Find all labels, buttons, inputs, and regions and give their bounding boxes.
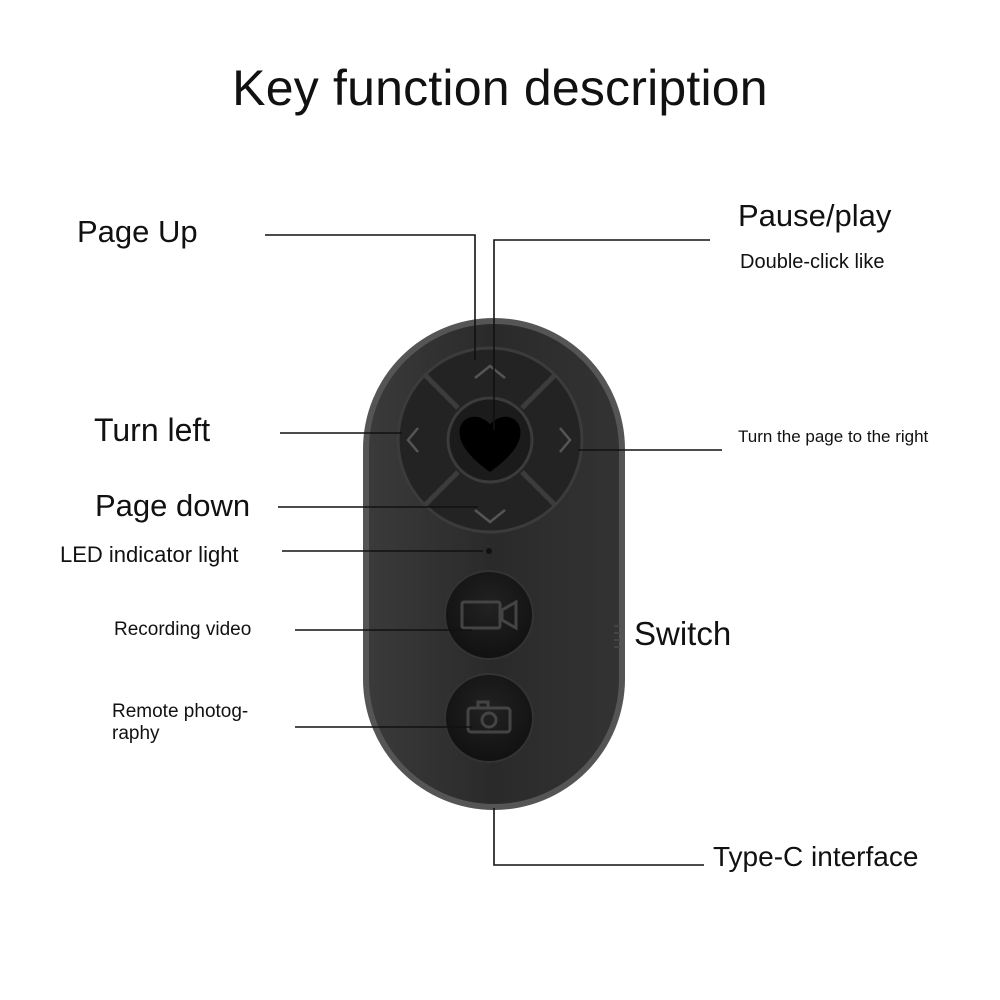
label-page-up: Page Up [77,214,198,249]
label-pause-play: Pause/play [738,198,892,233]
leader-page-up [265,234,476,360]
label-double-click: Double-click like [740,251,885,273]
video-button[interactable] [444,570,534,660]
up-arrow-icon[interactable] [474,364,506,379]
leader-type-c [493,808,704,866]
down-arrow-icon[interactable] [474,509,506,524]
camera-button[interactable] [444,673,534,763]
left-arrow-icon[interactable] [406,427,419,453]
label-turn-left: Turn left [94,412,211,448]
heart-icon [459,416,521,472]
d-pad[interactable] [396,346,584,534]
label-switch: Switch [634,615,732,652]
label-type-c: Type-C interface [713,841,919,872]
diagram-title: Key function description [232,60,768,116]
label-led-indicator: LED indicator light [60,542,239,567]
label-recording-video: Recording video [114,619,252,640]
leader-pause-play [493,239,710,430]
switch-ridges [614,625,620,648]
label-turn-right: Turn the page to the right [738,427,929,446]
label-page-down: Page down [95,488,251,523]
right-arrow-icon[interactable] [559,427,572,453]
leader-lines [265,234,722,866]
camera-icon [466,700,512,734]
label-remote-photography: Remote photog- raphy [112,701,249,744]
video-camera-icon [460,599,518,631]
center-heart-button[interactable] [446,396,534,484]
led-indicator [486,548,492,554]
